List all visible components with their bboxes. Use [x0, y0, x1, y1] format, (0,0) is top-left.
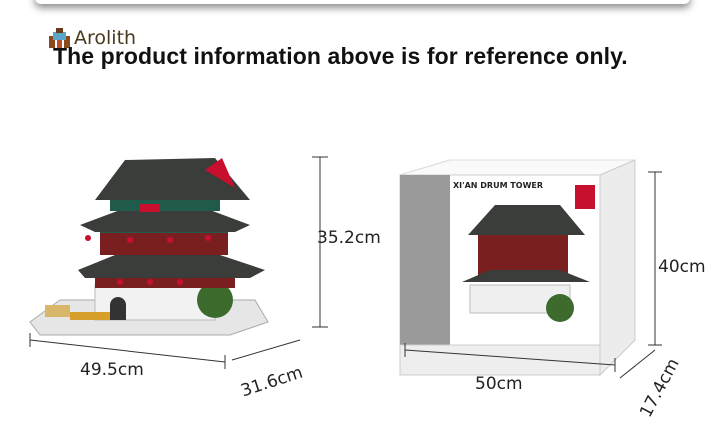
brand-name: Arolith [74, 27, 137, 49]
model-height-label: 35.2cm [317, 228, 381, 248]
model-dimension-lines [29, 156, 328, 369]
box-height-label: 40cm [658, 257, 706, 277]
brand-logo: Arolith [48, 26, 136, 48]
box-length-label: 50cm [475, 374, 523, 394]
top-panel-edge [35, 0, 690, 4]
box-title: XI'AN DRUM TOWER [453, 181, 544, 190]
castle-logo-icon [49, 28, 70, 48]
drum-tower-model [29, 158, 269, 336]
product-box [399, 159, 636, 377]
box-dimension-lines [404, 171, 662, 379]
disclaimer-headline: The product information above is for ref… [53, 43, 628, 69]
model-length-label: 49.5cm [80, 360, 144, 380]
